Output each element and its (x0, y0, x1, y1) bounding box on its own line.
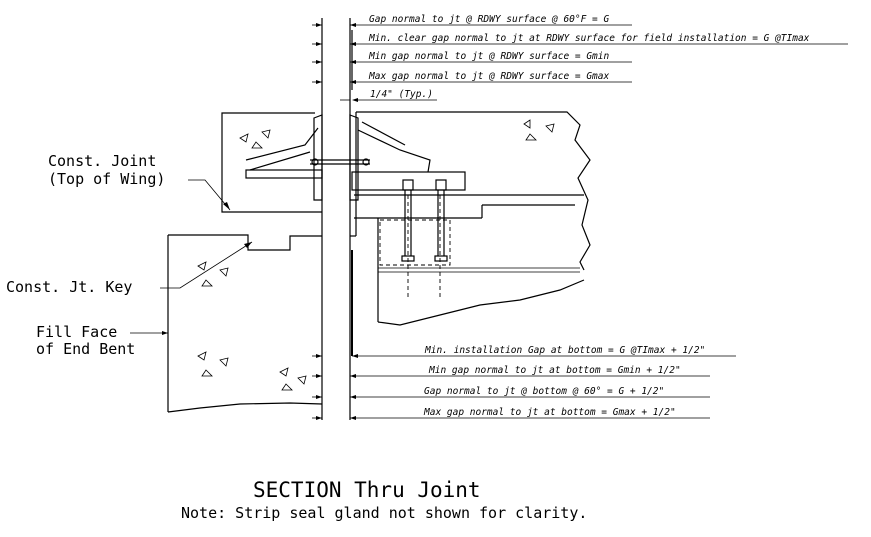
anchor-studs (379, 179, 451, 300)
drawing-title: SECTION Thru Joint (253, 478, 481, 502)
right-deck-block (350, 111, 591, 326)
dim-label-min-install-gap-bottom: Min. installation Gap at bottom = G @TIm… (424, 345, 705, 356)
dim-label-gap-bottom-60: Gap normal to jt @ bottom @ 60° = G + 1/… (424, 386, 664, 397)
top-dimension-leaders (312, 23, 848, 102)
rail-assembly (245, 114, 466, 201)
concrete-aggregate-symbols (197, 119, 555, 391)
dim-label-min-gap-bottom: Min gap normal to jt at bottom = Gmin + … (428, 365, 681, 376)
bottom-dimension-leaders (312, 354, 736, 420)
dim-label-min-gap: Min gap normal to jt @ RDWY surface = Gm… (368, 51, 609, 62)
callout-const-jt-key: Const. Jt. Key (6, 278, 132, 296)
callout-leaders (130, 179, 253, 335)
dim-label-max-gap: Max gap normal to jt @ RDWY surface = Gm… (368, 71, 609, 82)
drawing-note: Note: Strip seal gland not shown for cla… (181, 504, 587, 522)
bottom-dimension-texts: Min. installation Gap at bottom = G @TIm… (423, 345, 705, 418)
callout-texts: Const. Joint (Top of Wing) Const. Jt. Ke… (6, 152, 165, 358)
dim-label-quarter-inch: 1/4" (Typ.) (370, 89, 433, 100)
callout-end-bent: of End Bent (36, 340, 135, 358)
dim-label-min-clear-gap: Min. clear gap normal to jt at RDWY surf… (368, 33, 810, 44)
dim-label-max-gap-bottom: Max gap normal to jt at bottom = Gmax + … (423, 407, 676, 418)
callout-const-joint: Const. Joint (48, 152, 156, 170)
left-wing-block (167, 112, 323, 413)
callout-fill-face: Fill Face (36, 323, 117, 341)
joint-gap-lines (321, 18, 353, 420)
top-dimension-texts: Gap normal to jt @ RDWY surface @ 60°F =… (368, 14, 810, 100)
callout-top-of-wing: (Top of Wing) (48, 170, 165, 188)
dim-label-gap-60f: Gap normal to jt @ RDWY surface @ 60°F =… (369, 14, 609, 25)
